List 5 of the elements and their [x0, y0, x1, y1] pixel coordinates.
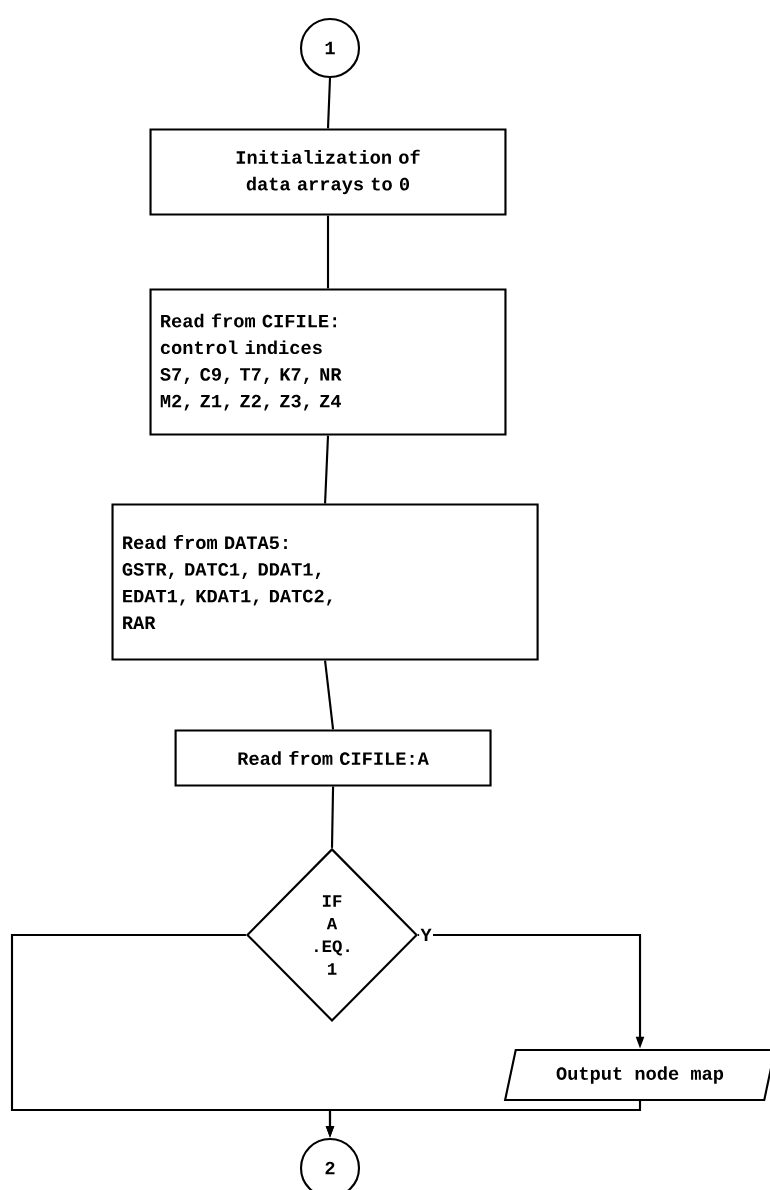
- process-box: Read from DATA5: GSTR, DATC1, DDAT1, EDAT1, KDAT1, DATC2, RAR: [111, 503, 539, 661]
- process-box: Read from CIFILE:A: [174, 729, 492, 787]
- process-box: Initialization of data arrays to 0: [149, 128, 507, 216]
- process-box: Read from CIFILE: control indices S7, C9, T7, K7, NR M2, Z1, Z2, Z3, Z4: [149, 288, 507, 436]
- edge-label: Y: [419, 927, 433, 943]
